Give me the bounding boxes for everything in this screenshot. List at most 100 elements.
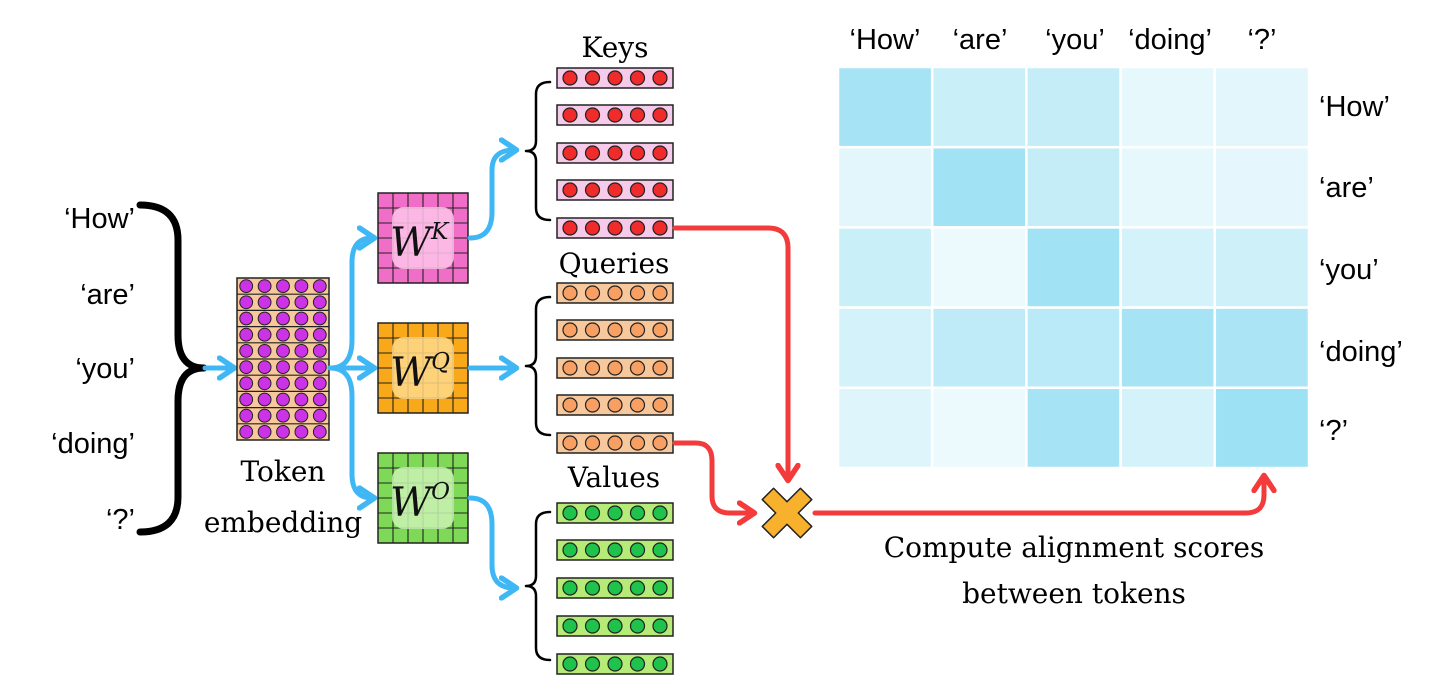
- column-label: ‘you’: [1045, 24, 1105, 56]
- embedding-dot: [257, 344, 272, 358]
- score-cell: [1119, 65, 1217, 149]
- weight-matrix-q: WQ: [377, 322, 469, 414]
- query-vector: [556, 432, 674, 454]
- queries-label: Queries: [559, 247, 670, 280]
- embedding-dot: [294, 295, 309, 310]
- keys-label: Keys: [582, 31, 649, 64]
- embedding-dot: [276, 360, 290, 375]
- key-vector: [556, 67, 674, 89]
- score-cell: [930, 145, 1028, 229]
- embedding-dot: [294, 279, 309, 294]
- score-cell: [930, 226, 1028, 309]
- embedding-dot: [239, 295, 254, 310]
- embedding-dot: [276, 425, 290, 439]
- embedding-dot: [257, 279, 272, 294]
- input-token: ‘?’: [106, 504, 135, 536]
- column-label: ‘How’: [850, 24, 921, 56]
- embedding-dot: [239, 311, 254, 326]
- key-vector: [556, 142, 674, 164]
- embedding-dot: [312, 279, 327, 294]
- embedding-dot: [294, 425, 309, 439]
- arrow-key-to-multiply: [672, 225, 788, 478]
- embedding-dot: [239, 392, 254, 407]
- embedding-dot: [276, 344, 290, 358]
- value-vector: [556, 653, 674, 675]
- multiply-icon: [761, 487, 813, 539]
- embedding-dot: [312, 360, 327, 375]
- embedding-dot: [294, 344, 309, 358]
- score-cell: [1119, 306, 1217, 390]
- weight-matrices: WK WQ WO: [377, 192, 469, 544]
- score-cell: [836, 386, 934, 470]
- score-cell: [836, 226, 934, 309]
- weight-matrix-k: WK: [377, 192, 469, 284]
- embedding-dot: [239, 408, 254, 423]
- weight-symbol: WO: [390, 479, 450, 526]
- embedding-dot: [257, 327, 272, 342]
- score-cell: [1213, 145, 1311, 229]
- embedding-dot: [312, 295, 327, 310]
- embedding-dot: [257, 408, 272, 423]
- weight-symbol: WK: [390, 219, 450, 266]
- embedding-dot: [312, 425, 327, 439]
- score-cell: [1119, 226, 1217, 309]
- input-token: ‘How’: [64, 203, 135, 235]
- values-label: Values: [567, 461, 660, 494]
- embedding-dot: [294, 311, 309, 326]
- heatmap-row-labels: ‘How’ ‘are’ ‘you’ ‘doing’ ‘?’: [1319, 91, 1403, 447]
- embedding-dot: [257, 295, 272, 310]
- input-token: ‘you’: [75, 353, 135, 385]
- embedding-dot: [239, 360, 254, 375]
- weight-matrix-o: WO: [377, 452, 469, 544]
- score-cell: [1213, 386, 1311, 470]
- column-label: ‘doing’: [1128, 24, 1212, 56]
- embedding-dot: [257, 392, 272, 407]
- score-cell: [930, 386, 1028, 470]
- key-vector: [556, 104, 674, 126]
- score-cell: [836, 306, 934, 390]
- value-vector: [556, 502, 674, 524]
- vector-braces: [524, 80, 552, 662]
- row-label: ‘How’: [1319, 91, 1390, 123]
- embedding-dot: [239, 344, 254, 358]
- vector-stacks: [556, 67, 674, 675]
- embedding-dot: [276, 408, 290, 423]
- arrow-wo-to-values: [467, 495, 514, 588]
- embedding-dot: [276, 327, 290, 342]
- arrow-wk-to-keys: [467, 150, 514, 241]
- query-vector: [556, 394, 674, 416]
- embedding-dot: [257, 425, 272, 439]
- alignment-score-matrix: [836, 65, 1311, 470]
- score-cell: [930, 306, 1028, 390]
- embedding-dot: [276, 295, 290, 310]
- embedding-dot: [239, 425, 254, 439]
- row-label: ‘are’: [1319, 172, 1374, 204]
- embedding-dot: [239, 327, 254, 342]
- score-cell: [1119, 386, 1217, 470]
- embedding-dot: [276, 392, 290, 407]
- embedding-dot: [276, 279, 290, 294]
- score-cell: [1025, 386, 1122, 470]
- embedding-dot: [257, 360, 272, 375]
- heatmap-column-labels: ‘How’ ‘are’ ‘you’ ‘doing’ ‘?’: [850, 24, 1277, 56]
- score-cell: [1119, 145, 1217, 229]
- score-arrows: [672, 225, 1264, 516]
- embedding-dot: [294, 408, 309, 423]
- weights-to-vectors-arrows: [467, 150, 514, 588]
- compute-label: between tokens: [962, 577, 1186, 610]
- arrow-multiply-to-scores: [812, 478, 1264, 516]
- input-brace: [136, 201, 208, 536]
- token-embedding-label: embedding: [204, 506, 362, 539]
- score-cell: [1025, 145, 1122, 229]
- score-cell: [836, 145, 934, 229]
- value-vector: [556, 539, 674, 561]
- arrow-to-wo: [327, 365, 372, 498]
- row-label: ‘doing’: [1319, 336, 1403, 368]
- score-cell: [930, 65, 1028, 149]
- score-cell: [1213, 306, 1311, 390]
- embedding-dot: [294, 360, 309, 375]
- keys-brace: [524, 80, 552, 222]
- token-embedding-grid: [236, 277, 330, 441]
- row-label: ‘?’: [1319, 415, 1348, 447]
- value-vector: [556, 615, 674, 637]
